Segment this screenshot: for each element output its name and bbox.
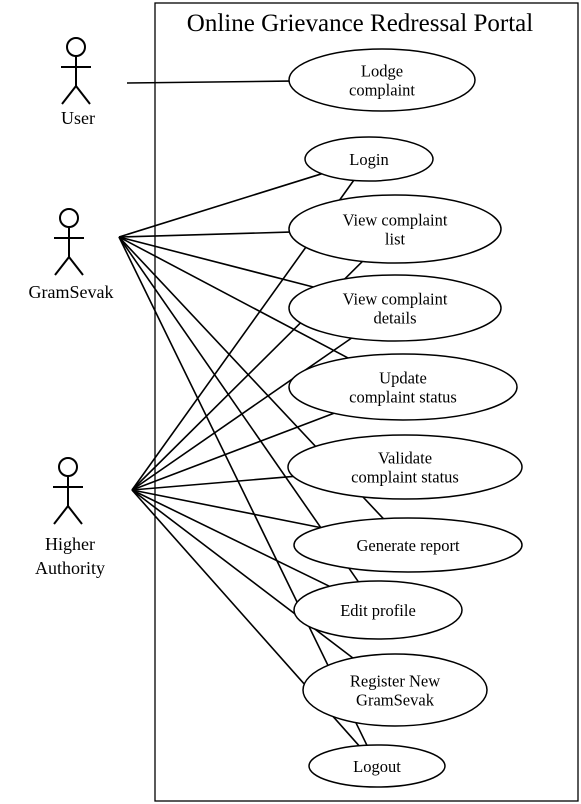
use-case-label: View complaint [343, 211, 448, 230]
use-case-ellipse [304, 136, 434, 182]
stick-figure-icon [54, 208, 84, 276]
use-case-label: Login [349, 150, 388, 169]
use-case-ellipse [288, 194, 502, 264]
use-case-logout: Logout [308, 744, 446, 788]
use-case-label: details [373, 309, 416, 328]
actor-label: User [61, 108, 95, 128]
actor-user: User [61, 37, 95, 128]
use-case-label: Validate [378, 449, 432, 468]
use-case-login: Login [304, 136, 434, 182]
use-case-ellipse [287, 434, 523, 500]
association-higher-validate-status [131, 475, 294, 491]
use-case-ellipse [288, 48, 476, 112]
use-case-edit-profile: Edit profile [293, 580, 463, 640]
use-case-label: Update [379, 369, 427, 388]
association-higher-view-details [131, 337, 352, 491]
use-case-label: complaint status [349, 388, 457, 407]
association-higher-register-gramsevak [131, 489, 354, 659]
association-gramsevak-view-list [118, 231, 290, 238]
use-case-label: Edit profile [340, 601, 416, 620]
use-case-label: View complaint [343, 290, 448, 309]
associations [118, 80, 384, 747]
stick-figure-icon [61, 37, 91, 105]
association-user-lodge [126, 80, 290, 84]
association-gramsevak-edit-profile [118, 236, 360, 583]
use-case-label: complaint status [351, 468, 459, 487]
association-gramsevak-login [118, 173, 322, 238]
use-case-ellipse [293, 580, 463, 640]
use-case-ellipse [293, 517, 523, 573]
use-case-generate-report: Generate report [293, 517, 523, 573]
use-case-ellipse [288, 353, 518, 421]
actor-label: Higher [45, 534, 95, 554]
use-case-label: Register New [350, 672, 440, 691]
association-higher-update-status [131, 412, 335, 491]
association-higher-generate-report [131, 489, 321, 529]
use-case-label: complaint [349, 81, 415, 100]
system-title: Online Grievance Redressal Portal [187, 10, 533, 37]
use-case-ellipse [308, 744, 446, 788]
actor-label: GramSevak [29, 282, 114, 302]
association-higher-edit-profile [131, 489, 330, 588]
use-case-label: Generate report [356, 536, 459, 555]
association-gramsevak-view-details [118, 236, 314, 288]
actor-gramsevak: GramSevak [29, 208, 114, 302]
association-gramsevak-update-status [118, 236, 349, 359]
use-case-ellipse [302, 653, 488, 727]
use-case-label: Logout [353, 757, 401, 776]
actor-label: Authority [35, 558, 105, 578]
use-case-label: Lodge [361, 62, 403, 81]
use-case-ellipse [288, 274, 502, 342]
use-case-label: list [385, 230, 406, 249]
association-gramsevak-logout [118, 236, 368, 746]
use-case-label: GramSevak [356, 691, 435, 710]
system-boundary [154, 2, 579, 802]
stick-figure-icon [53, 457, 83, 525]
